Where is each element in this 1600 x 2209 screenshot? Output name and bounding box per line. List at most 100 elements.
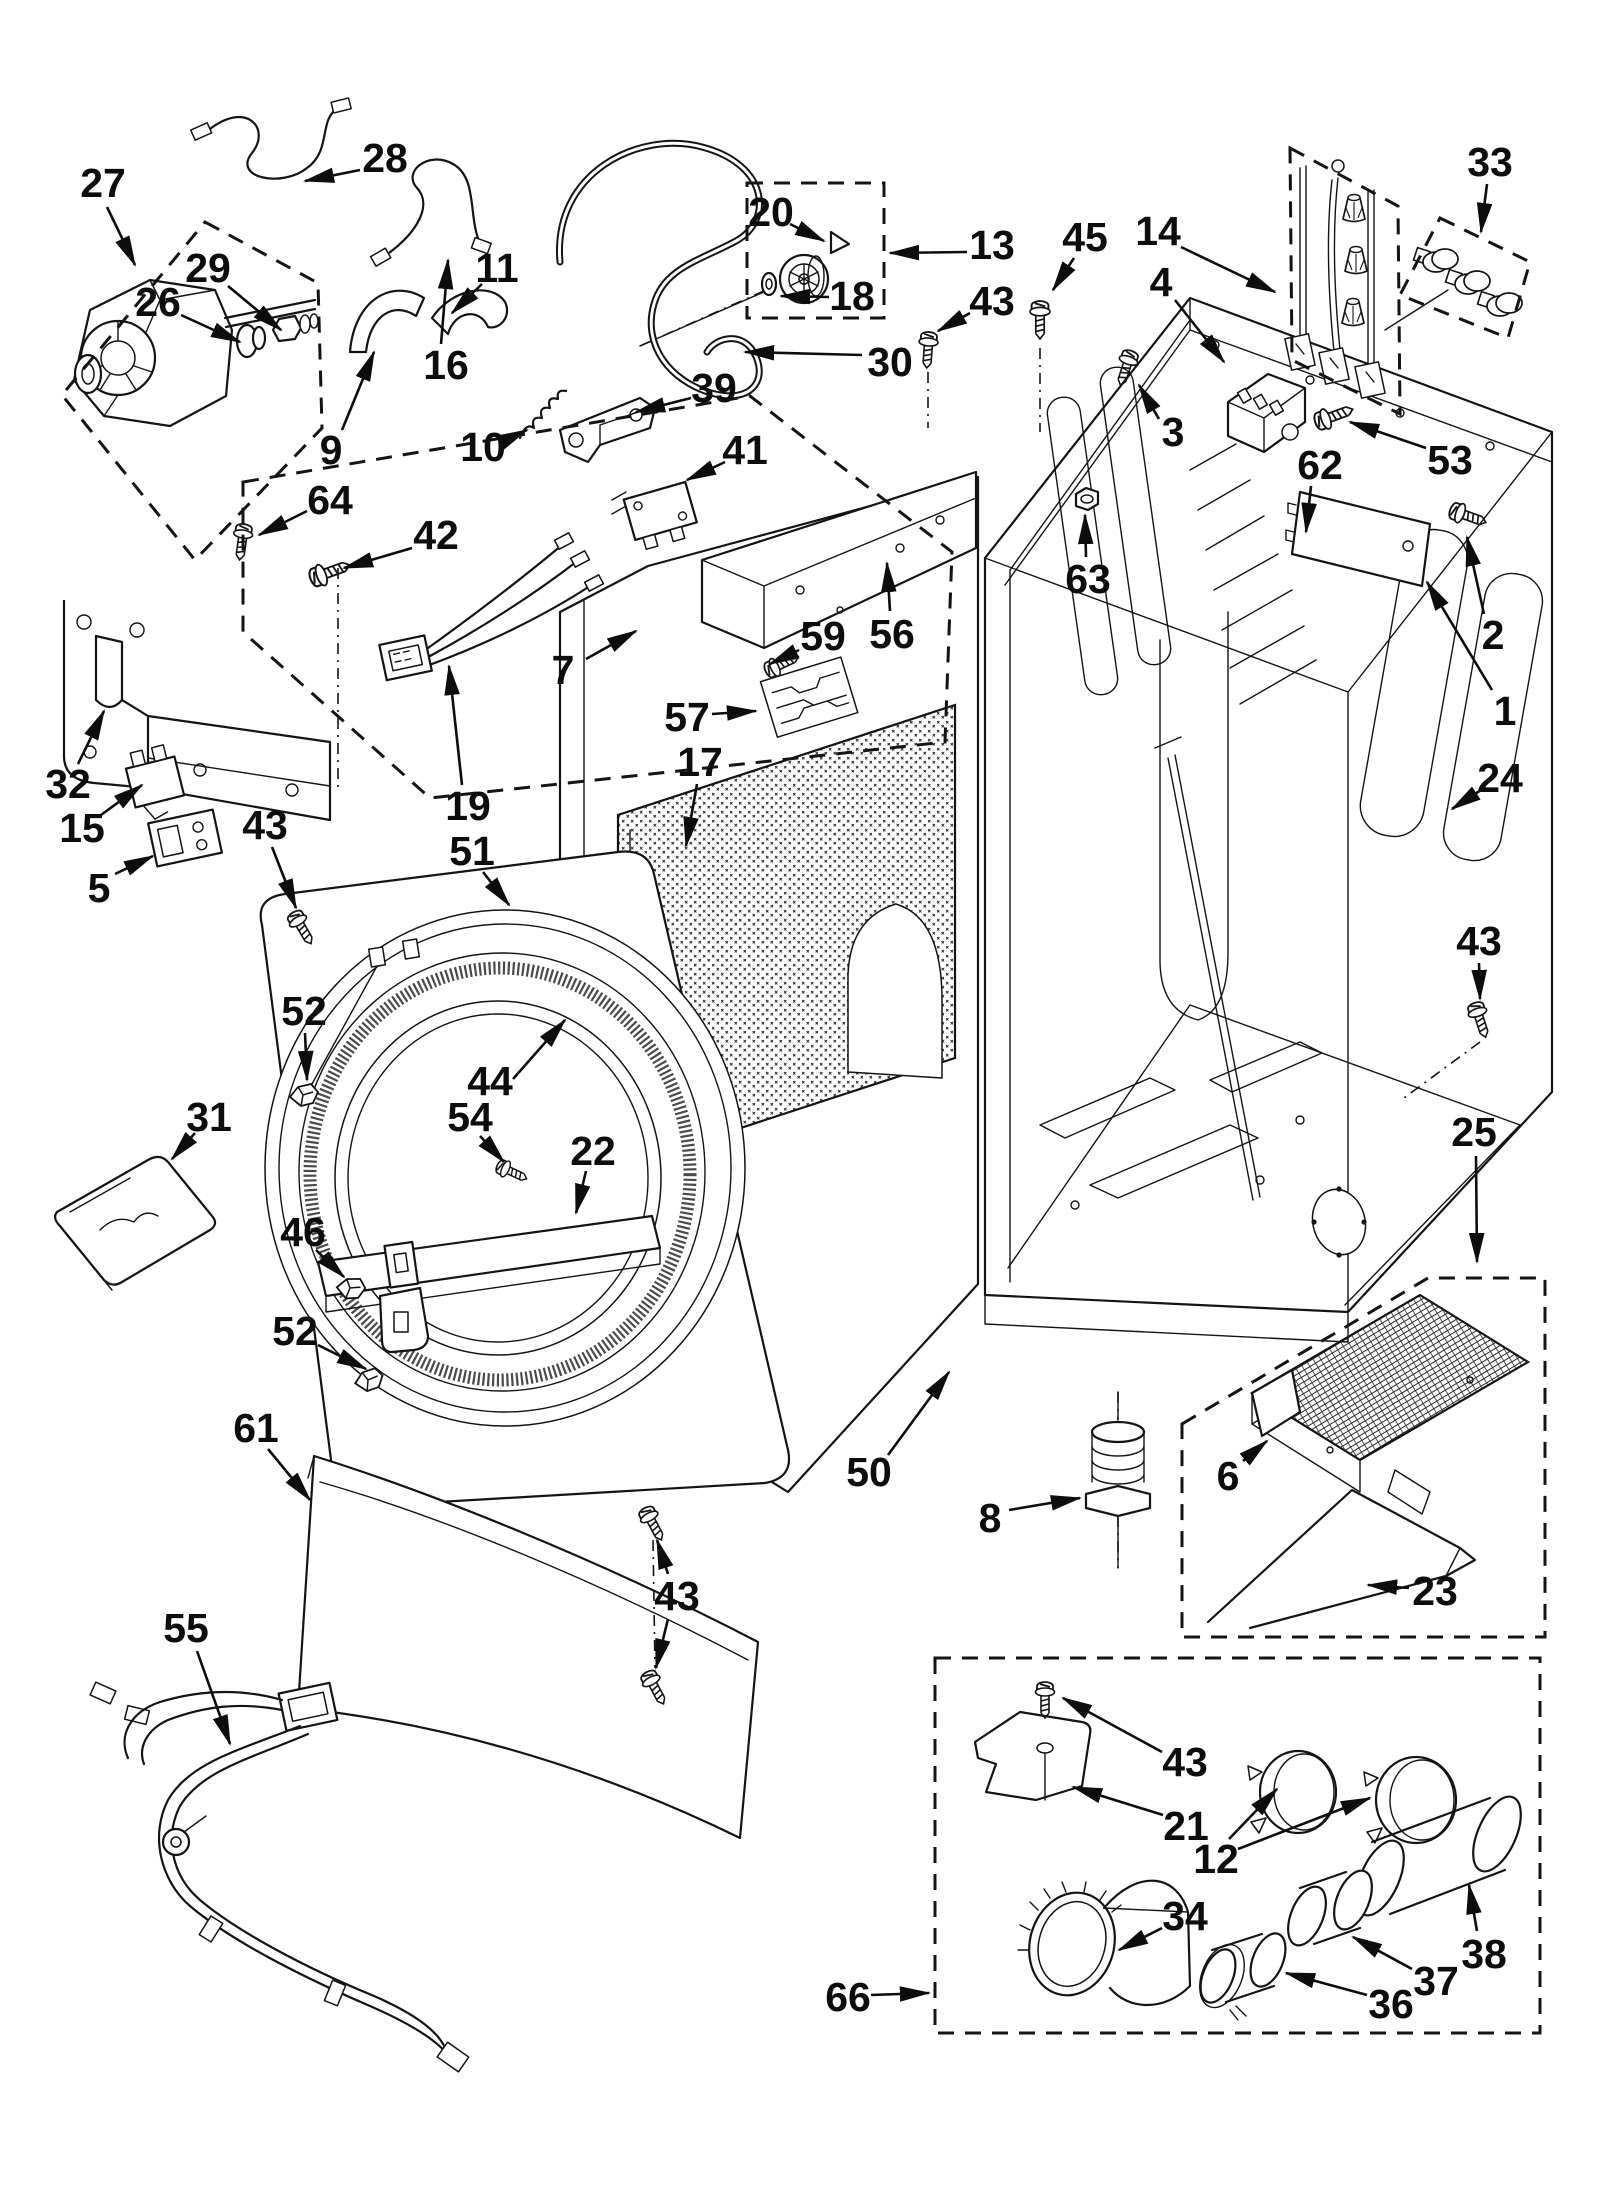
callout-arrow-24 xyxy=(1450,786,1482,811)
callout-label-43: 43 xyxy=(654,1573,700,1619)
callout-arrow-42 xyxy=(342,546,413,570)
callout-label-59: 59 xyxy=(800,613,846,659)
callout-arrow-21 xyxy=(1071,1785,1164,1817)
callout-label-43: 43 xyxy=(242,802,288,848)
callout-label-46: 46 xyxy=(280,1209,326,1255)
callout-arrow-18 xyxy=(778,288,830,305)
callout-label-14: 14 xyxy=(1135,208,1181,254)
callout-arrow-52 xyxy=(317,1343,368,1371)
wiring-harness-55 xyxy=(89,1681,470,2073)
callout-arrow-44 xyxy=(512,1018,567,1080)
axis-line xyxy=(1403,1041,1481,1099)
callout-arrow-10 xyxy=(497,428,529,450)
callout-arrow-50 xyxy=(886,1370,951,1456)
callout-label-41: 41 xyxy=(722,427,768,473)
callout-arrow-62 xyxy=(1301,485,1317,535)
callout-label-36: 36 xyxy=(1368,1981,1414,2027)
callout-label-31: 31 xyxy=(186,1094,232,1140)
screw-43-vent xyxy=(1034,1681,1056,1719)
bracket-39 xyxy=(558,396,657,464)
callout-arrow-38 xyxy=(1466,1882,1482,1932)
callout-arrow-26 xyxy=(180,313,242,344)
callout-label-20: 20 xyxy=(748,189,794,235)
callout-label-18: 18 xyxy=(829,273,875,319)
callout-label-63: 63 xyxy=(1065,556,1111,602)
axis-line xyxy=(652,1539,656,1669)
callout-arrow-5 xyxy=(114,854,155,876)
callout-label-66: 66 xyxy=(825,1974,871,2020)
callout-arrow-22 xyxy=(574,1170,591,1216)
callout-arrow-61 xyxy=(266,1448,312,1502)
callout-label-4: 4 xyxy=(1150,259,1173,305)
screw-43-top xyxy=(916,330,940,370)
callout-arrow-19 xyxy=(444,663,464,786)
callout-arrow-27 xyxy=(105,206,137,267)
callout-arrow-13 xyxy=(887,244,968,261)
axis-line xyxy=(639,289,767,347)
callout-label-8: 8 xyxy=(979,1495,1002,1541)
lint-screen-group-25 xyxy=(1180,1276,1547,1639)
callout-label-29: 29 xyxy=(185,245,231,291)
callout-arrow-4 xyxy=(1173,299,1226,364)
callout-arrow-51 xyxy=(481,871,511,907)
callout-label-9: 9 xyxy=(320,427,343,473)
callout-arrow-1 xyxy=(1425,580,1494,691)
callout-label-25: 25 xyxy=(1451,1109,1497,1155)
callout-arrow-23 xyxy=(1365,1579,1410,1595)
callout-label-62: 62 xyxy=(1297,442,1343,488)
duct-cap-12-a xyxy=(1247,1749,1338,1835)
callout-arrow-12 xyxy=(1228,1787,1279,1840)
callout-label-33: 33 xyxy=(1467,139,1513,185)
callout-arrow-14 xyxy=(1180,245,1277,294)
callout-arrow-8 xyxy=(1008,1495,1083,1512)
callout-arrow-34 xyxy=(1117,1926,1163,1952)
heater-group-14 xyxy=(1288,145,1402,417)
pad-31 xyxy=(53,1155,217,1291)
heater-elements-14 xyxy=(1284,159,1386,399)
callout-arrow-33 xyxy=(1476,183,1493,235)
callout-label-30: 30 xyxy=(867,339,913,385)
callout-arrow-12 xyxy=(1237,1796,1372,1851)
door-ledge-22 xyxy=(316,1214,662,1354)
wire-harness-42 xyxy=(378,532,605,682)
callout-arrow-43 xyxy=(1471,962,1487,1002)
clip-20 xyxy=(829,230,851,255)
door-seal-44 xyxy=(303,961,697,1387)
callout-arrow-11 xyxy=(450,283,483,315)
motor-bracket-32 xyxy=(62,600,332,822)
callout-label-43: 43 xyxy=(1456,918,1502,964)
callout-arrow-36 xyxy=(1283,1971,1368,1997)
wire-16 xyxy=(369,158,492,267)
switch-41 xyxy=(611,480,698,551)
callout-arrow-64 xyxy=(257,509,308,537)
callout-label-50: 50 xyxy=(846,1449,892,1495)
callout-arrow-54 xyxy=(478,1135,506,1164)
bolt-42 xyxy=(305,553,355,591)
callout-label-52: 52 xyxy=(281,988,327,1034)
callout-label-56: 56 xyxy=(869,611,915,657)
drive-belt-30 xyxy=(556,139,763,400)
harness-region-19 xyxy=(241,394,954,800)
callout-label-34: 34 xyxy=(1162,1893,1208,1939)
callout-label-2: 2 xyxy=(1482,612,1505,658)
cover-plate-62 xyxy=(1285,490,1432,588)
callout-label-38: 38 xyxy=(1461,1931,1507,1977)
terminal-insulators-33 xyxy=(1384,246,1523,331)
vent-collar-37 xyxy=(1287,1869,1373,1947)
callout-label-43: 43 xyxy=(969,278,1015,324)
callout-label-64: 64 xyxy=(307,477,353,523)
lint-screen-6 xyxy=(1249,1293,1531,1515)
callout-label-43: 43 xyxy=(1162,1739,1208,1785)
callout-label-21: 21 xyxy=(1163,1803,1209,1849)
callout-label-27: 27 xyxy=(80,160,126,206)
callout-arrow-2 xyxy=(1465,534,1486,615)
vent-elbow-34 xyxy=(1017,1879,1192,2006)
callout-arrow-9 xyxy=(340,350,376,431)
motor-pulley-26 xyxy=(235,323,267,359)
callout-label-6: 6 xyxy=(1217,1453,1240,1499)
dashed-group-outlines xyxy=(60,145,1547,2035)
callout-arrow-45 xyxy=(1051,257,1076,292)
label-sticker-57 xyxy=(759,656,859,738)
